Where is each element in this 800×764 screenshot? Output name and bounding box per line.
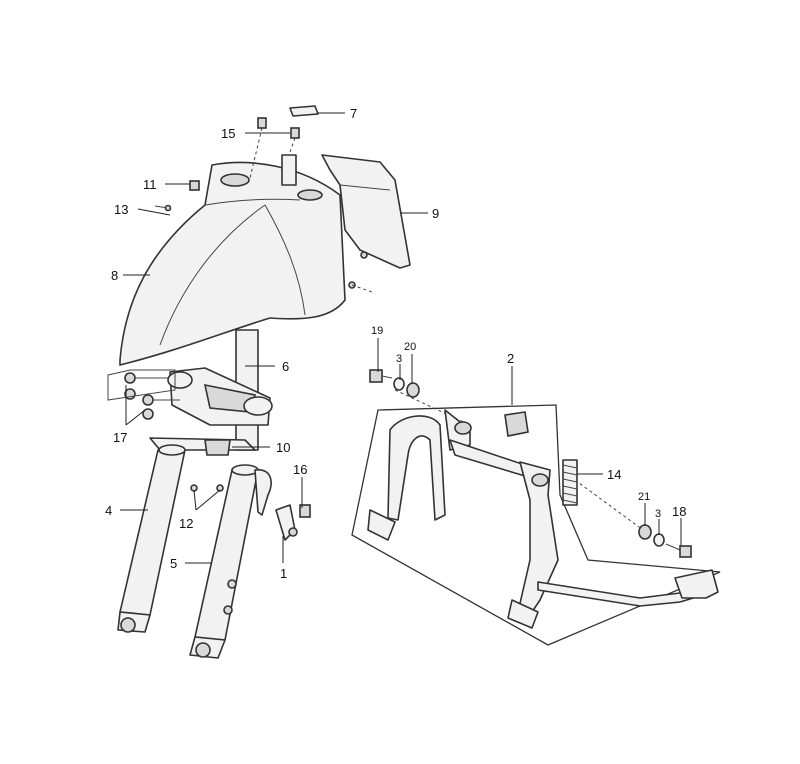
fender-top-hardware <box>249 105 319 186</box>
callout-7: 7 <box>350 106 357 121</box>
callout-1: 1 <box>280 566 287 581</box>
steering-stem <box>167 329 273 451</box>
callout-11: 11 <box>143 177 157 192</box>
fork-leg-right <box>189 464 259 659</box>
pivot-bolt-right <box>638 524 692 558</box>
callout-3-left: 3 <box>396 353 402 365</box>
fork-leg-left <box>117 444 186 633</box>
fender-side-hardware <box>154 180 200 212</box>
callout-3-right: 3 <box>655 508 661 520</box>
callout-12: 12 <box>179 516 193 531</box>
clamp-bolts <box>107 369 180 420</box>
pivot-bolt-left <box>369 369 420 398</box>
callout-16: 16 <box>293 462 307 477</box>
callout-6: 6 <box>282 359 289 374</box>
callout-21: 21 <box>638 491 650 503</box>
callout-19: 19 <box>371 325 383 337</box>
splash-guard <box>321 154 411 293</box>
callout-4: 4 <box>105 503 112 518</box>
callout-9: 9 <box>432 206 439 221</box>
callout-13: 13 <box>114 202 128 217</box>
stand-stopper <box>504 411 529 437</box>
callout-17: 17 <box>113 430 127 445</box>
hose-bracket <box>254 469 311 541</box>
callout-18: 18 <box>672 504 686 519</box>
leader-lines <box>120 112 682 564</box>
callout-2: 2 <box>507 351 514 366</box>
callout-15: 15 <box>221 126 235 141</box>
callout-8: 8 <box>111 268 118 283</box>
stand-spring <box>562 459 578 506</box>
callout-14: 14 <box>607 467 621 482</box>
callout-10: 10 <box>276 440 290 455</box>
callout-20: 20 <box>404 341 416 353</box>
callout-5: 5 <box>170 556 177 571</box>
fork-pinch-bolts <box>190 484 224 492</box>
front-fender <box>119 161 346 366</box>
center-stand <box>367 409 719 629</box>
callout-labels: 1 2 3 3 4 5 6 7 8 9 10 11 12 13 14 15 16… <box>105 106 686 581</box>
